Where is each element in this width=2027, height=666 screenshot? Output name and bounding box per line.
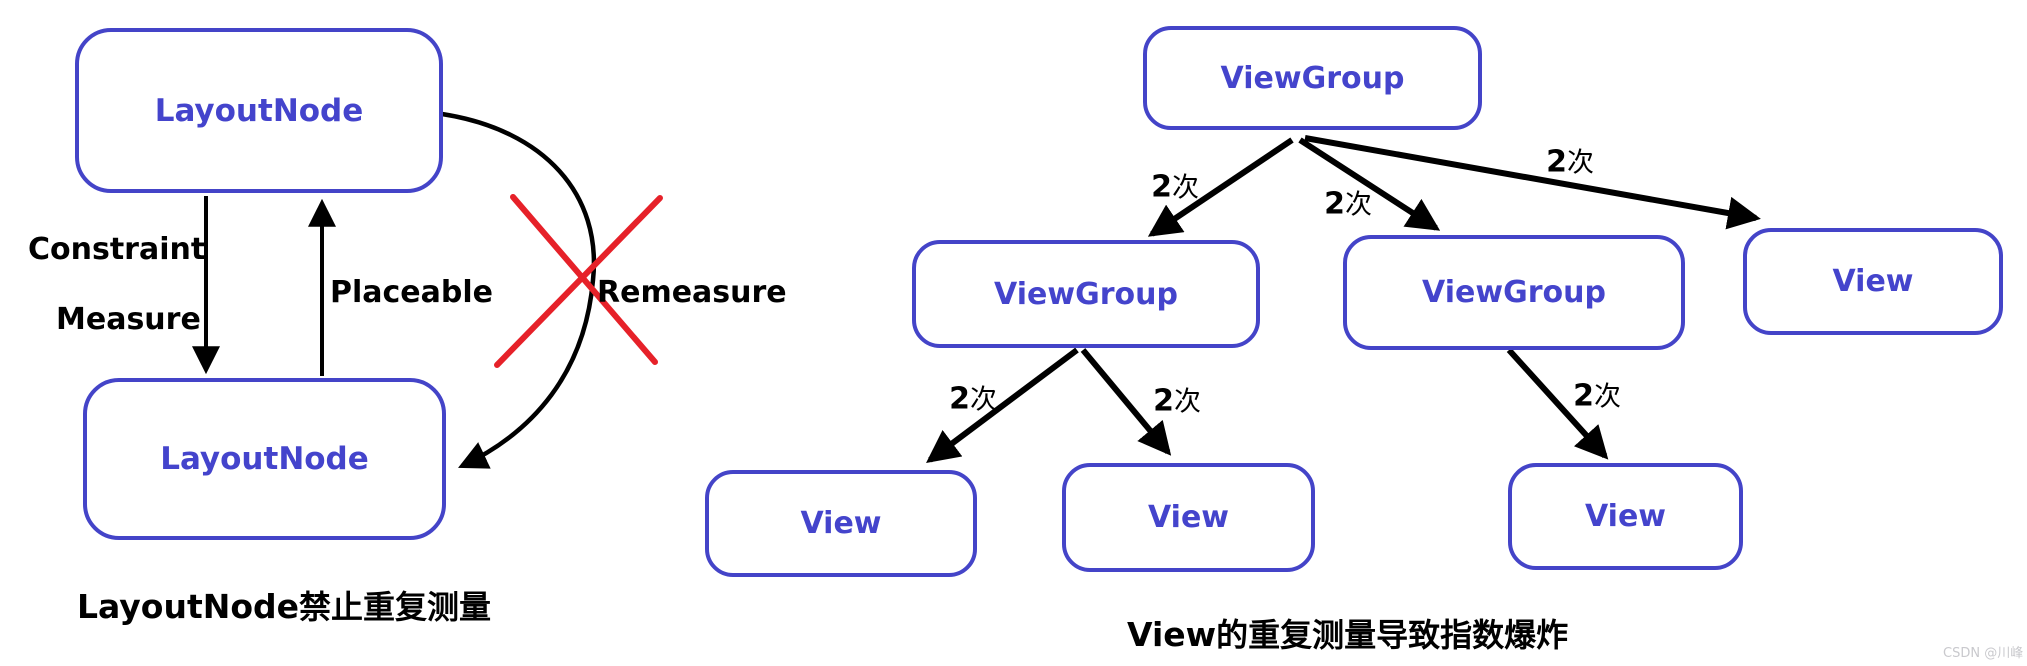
right-caption-latin: View [1127, 615, 1217, 654]
edge-count-num: 2 [1546, 144, 1567, 180]
remeasure-arc-arrow [441, 111, 597, 469]
edge-count-label-1: 2次 [1151, 166, 1199, 205]
left-caption: LayoutNode禁止重复测量 [77, 582, 491, 628]
viewgroup-mid-box: ViewGroup [1343, 235, 1685, 350]
view-right-label: View [1832, 264, 1914, 299]
edge-viewgroupleft-to-leaf1 [926, 347, 1079, 463]
layoutnode-bottom-label: LayoutNode [160, 441, 369, 477]
right-caption-cjk: 的重复测量导致指数爆炸 [1216, 616, 1569, 654]
viewgroup-root-label: ViewGroup [1220, 60, 1405, 96]
layoutnode-bottom-box: LayoutNode [83, 378, 446, 540]
edge-viewgroupmid-to-leaf3 [1506, 347, 1609, 460]
edge-root-to-viewgroup-mid [1298, 137, 1441, 231]
edge-count-label-3: 2次 [1546, 141, 1594, 180]
viewgroup-mid-label: ViewGroup [1422, 275, 1606, 310]
edge-root-to-viewgroup-left [1147, 137, 1294, 237]
edge-count-label-2: 2次 [1324, 183, 1372, 222]
edge-count-cjk: 次 [1344, 189, 1372, 221]
edge-count-label-6: 2次 [1573, 375, 1621, 414]
edge-count-label-5: 2次 [1153, 380, 1201, 419]
edge-count-num: 2 [1573, 378, 1594, 414]
edge-count-cjk: 次 [1173, 386, 1201, 418]
edge-count-cjk: 次 [969, 384, 997, 416]
edge-count-label-4: 2次 [949, 378, 997, 417]
view-leaf1-box: View [705, 470, 977, 577]
edge-root-to-view-right [1304, 135, 1761, 230]
view-leaf2-box: View [1062, 463, 1315, 572]
view-leaf2-label: View [1147, 500, 1230, 535]
edge-count-num: 2 [949, 381, 970, 417]
edge-count-num: 2 [1153, 383, 1174, 419]
left-caption-cjk: 禁止重复测量 [299, 588, 492, 626]
layoutnode-top-label: LayoutNode [154, 92, 364, 129]
viewgroup-left-label: ViewGroup [994, 276, 1178, 312]
edge-viewgroupleft-to-leaf2 [1080, 348, 1172, 456]
edge-count-cjk: 次 [1566, 147, 1594, 179]
constraint-label: Constraint [28, 232, 206, 267]
viewgroup-left-box: ViewGroup [912, 240, 1260, 348]
left-caption-latin: LayoutNode [77, 587, 300, 626]
view-leaf1-label: View [800, 506, 882, 541]
view-leaf3-label: View [1584, 499, 1667, 534]
viewgroup-root-box: ViewGroup [1143, 26, 1482, 130]
right-caption: View的重复测量导致指数爆炸 [1127, 610, 1568, 656]
forbidden-cross-icon [494, 194, 663, 368]
layoutnode-top-box: LayoutNode [75, 28, 443, 193]
edge-count-num: 2 [1151, 169, 1172, 205]
measure-label: Measure [56, 302, 201, 337]
csdn-watermark: CSDN @川峰 [1943, 646, 2024, 661]
placeable-label: Placeable [330, 275, 493, 310]
edge-count-cjk: 次 [1593, 381, 1621, 413]
edge-count-num: 2 [1324, 186, 1345, 222]
remeasure-label: Remeasure [597, 275, 787, 310]
view-right-box: View [1743, 228, 2003, 335]
view-leaf3-box: View [1508, 463, 1743, 570]
edge-count-cjk: 次 [1171, 172, 1199, 204]
